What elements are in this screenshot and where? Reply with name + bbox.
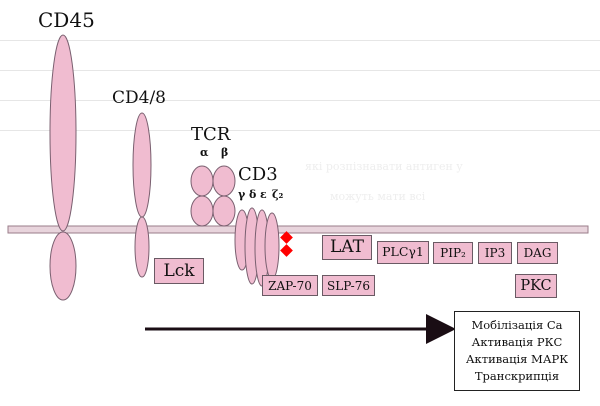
background-line	[0, 100, 600, 101]
tcr-label: TCR	[191, 124, 231, 145]
cd48-molecule	[132, 112, 152, 278]
background-line	[0, 40, 600, 41]
alpha-label: α	[200, 146, 209, 159]
outcome-transcription: Транскрипція	[474, 369, 560, 384]
outcome-mapk-activation: Активація МАРК	[465, 352, 569, 366]
cell-membrane	[7, 225, 589, 234]
slp76-box: SLP-76	[322, 275, 375, 296]
lat-box: LAT	[322, 235, 372, 260]
delta-label: δ	[249, 188, 257, 201]
cd45-molecule	[49, 34, 77, 301]
cd3-complex	[234, 207, 280, 287]
outcome-box: Мобілізація Са Активація РКС Активація М…	[454, 311, 580, 391]
pkc-box: PKC	[515, 274, 557, 298]
outcome-calcium-mobilization: Мобілізація Са	[471, 317, 563, 332]
beta-label: β	[221, 146, 229, 159]
background-line	[0, 70, 600, 71]
background-text: можуть мати всі	[330, 190, 426, 203]
background-line	[0, 130, 600, 131]
pip2-box: PIP₂	[433, 242, 473, 264]
zap70-box: ZAP-70	[262, 275, 318, 296]
dag-box: DAG	[517, 242, 558, 264]
zeta-label: ζ₂	[272, 188, 284, 201]
plcy1-box: PLCγ1	[377, 241, 429, 264]
background-text: які розпізнавати антиген у	[305, 160, 463, 173]
lck-box: Lck	[154, 258, 204, 284]
cd3-label: CD3	[238, 164, 278, 185]
epsilon-label: ε	[260, 188, 267, 201]
cd48-label: CD4/8	[112, 88, 166, 108]
cd45-label: CD45	[38, 8, 95, 32]
outcome-pkc-activation: Активація РКС	[471, 334, 563, 349]
phosphorylation-marks	[280, 231, 293, 257]
ip3-box: IP3	[478, 242, 512, 264]
gamma-label: γ	[238, 188, 246, 201]
tcr-complex	[190, 165, 236, 227]
